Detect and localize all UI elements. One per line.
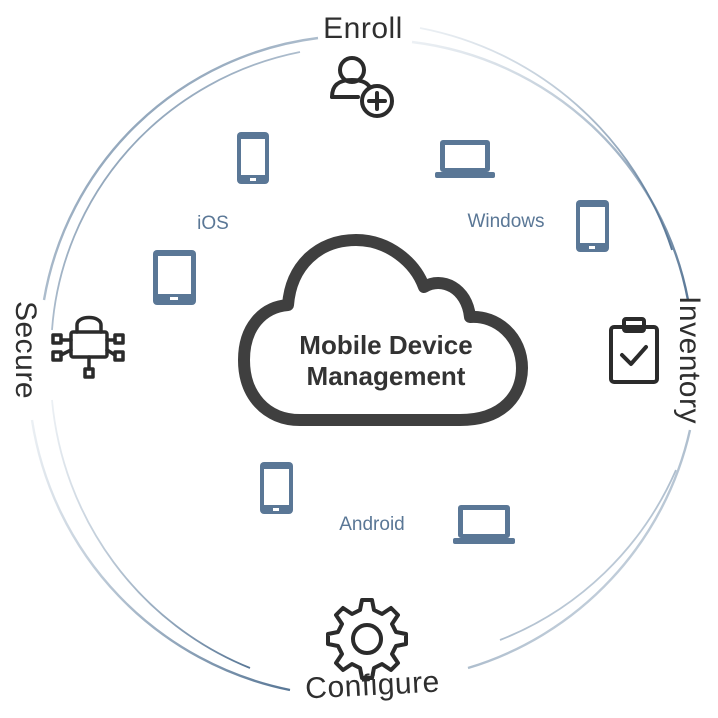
orbit-arc-right-lower-inner [499, 469, 677, 641]
platform-label-ios: iOS [197, 213, 229, 234]
stage-label-enroll: Enroll [323, 12, 403, 45]
laptop-icon-android [453, 505, 515, 544]
cloud-shape [238, 234, 528, 426]
platform-label-windows: Windows [467, 211, 544, 232]
center-title-line1: Mobile Device [299, 330, 472, 360]
lock-network-icon [51, 315, 125, 379]
stage-label-secure: Secure [9, 301, 42, 399]
phone-icon-ios-1 [237, 132, 269, 184]
orbit-arc-right-lower [467, 429, 692, 670]
laptop-icon-windows-1 [435, 140, 495, 178]
stage-label-inventory: Inventory [673, 296, 706, 424]
orbit-arc-top-left-inner [51, 51, 301, 331]
orbit-arc-top-right-inner [419, 27, 673, 251]
orbit-arc-top-right [411, 40, 690, 301]
orbit-arc-left-lower [30, 419, 291, 692]
platform-label-android: Android [339, 514, 405, 535]
orbit-arc-left-lower-inner [51, 399, 251, 669]
phone-icon-windows [576, 200, 609, 252]
gear-icon [326, 598, 408, 680]
user-add-icon [330, 56, 394, 118]
orbit-arc-top-left [42, 36, 319, 301]
tablet-icon-ios [153, 250, 196, 305]
center-title-line2: Management [307, 361, 466, 391]
clipboard-check-icon [609, 317, 659, 384]
orbit-rings [30, 27, 692, 692]
phone-icon-android [260, 462, 293, 514]
